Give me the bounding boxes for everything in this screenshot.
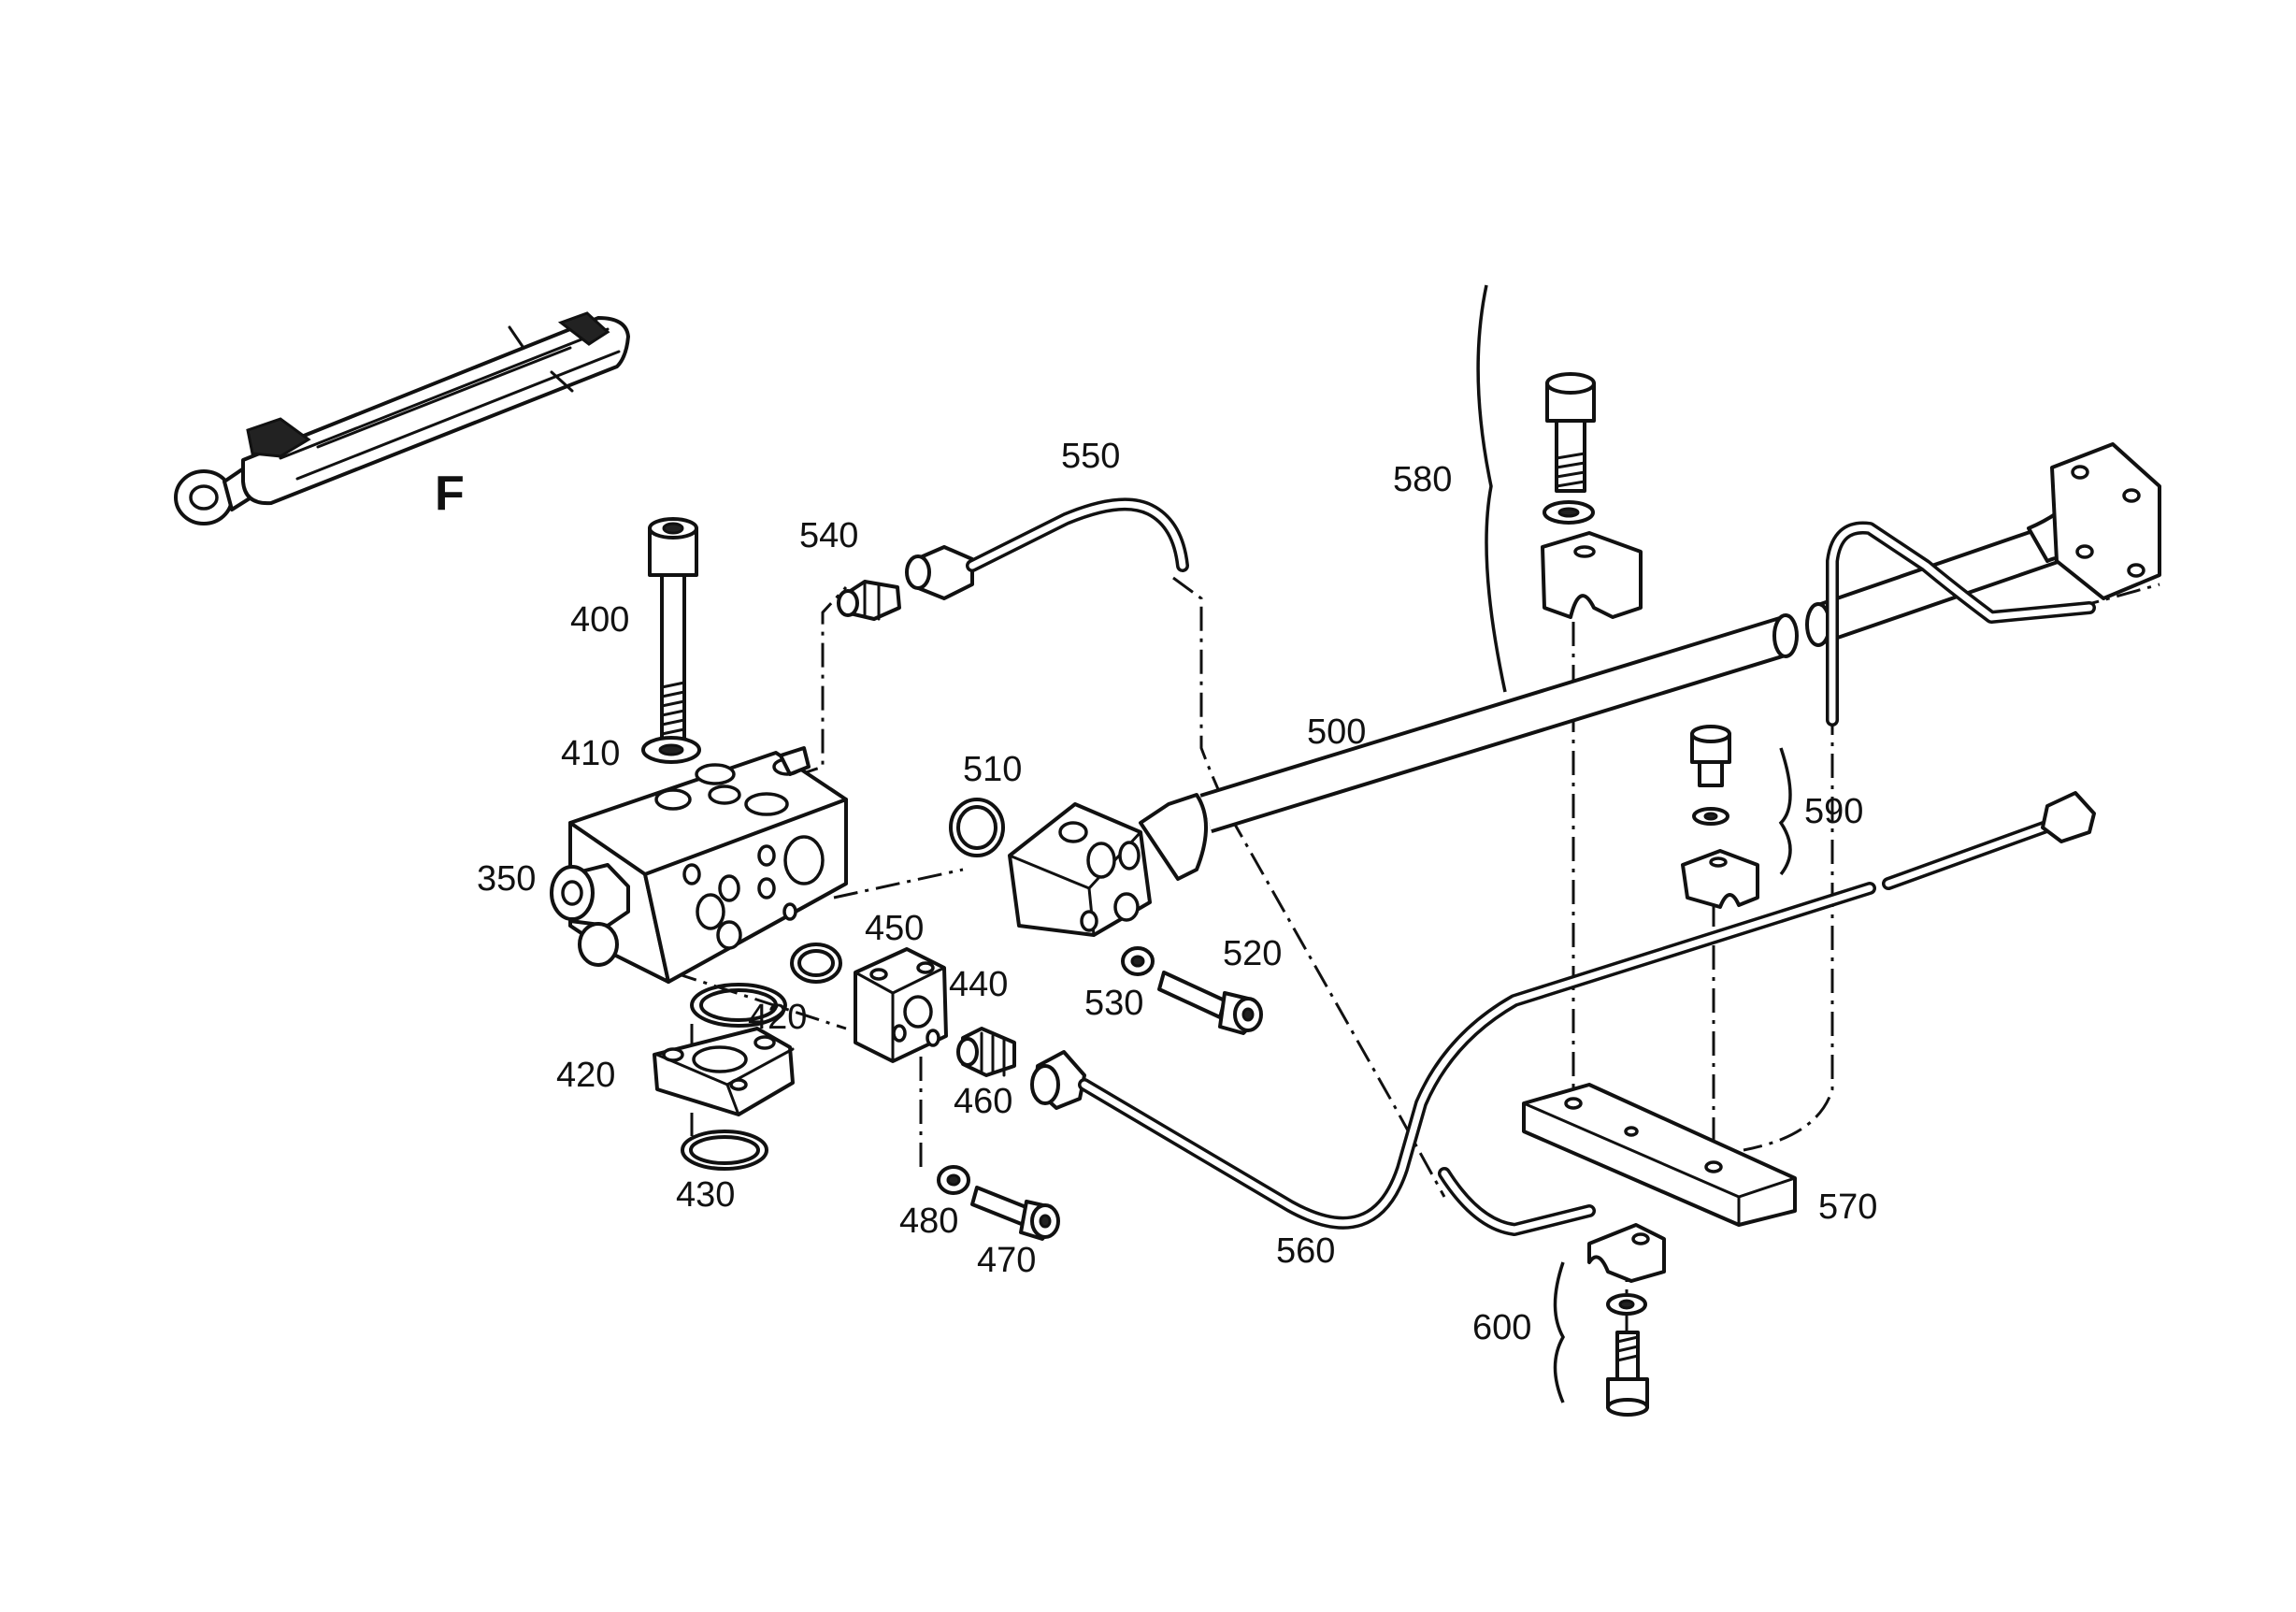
- label-420-lower: 420: [556, 1056, 615, 1095]
- label-450: 450: [865, 909, 924, 948]
- label-460: 460: [954, 1082, 1012, 1121]
- label-550: 550: [1061, 437, 1120, 476]
- label-570: 570: [1818, 1187, 1877, 1227]
- label-520: 520: [1223, 934, 1282, 973]
- label-580: 580: [1393, 460, 1452, 499]
- label-470: 470: [977, 1241, 1036, 1280]
- label-600: 600: [1472, 1308, 1531, 1347]
- label-530: 530: [1084, 984, 1143, 1023]
- label-350: 350: [477, 859, 536, 899]
- label-440: 440: [949, 965, 1008, 1004]
- label-480: 480: [899, 1202, 958, 1241]
- label-510: 510: [963, 750, 1022, 789]
- label-540: 540: [799, 516, 858, 555]
- part-number-labels: 400 410 350 540 550 580 500 510 590 520 …: [477, 437, 1877, 1347]
- label-400: 400: [570, 600, 629, 640]
- main-tube-500: [949, 442, 2161, 1035]
- label-420-upper: 420: [748, 998, 807, 1037]
- view-letter: F: [435, 467, 465, 521]
- pipe-560: [1030, 791, 2096, 1236]
- label-410: 410: [561, 734, 620, 773]
- label-430: 430: [676, 1175, 735, 1215]
- label-560: 560: [1276, 1231, 1335, 1271]
- label-590: 590: [1804, 792, 1863, 831]
- fitting-and-pipe-550: [837, 497, 1189, 621]
- valve-block-group: [550, 517, 1060, 1241]
- clamp-assembly: [1476, 284, 1797, 1417]
- label-500: 500: [1307, 712, 1366, 752]
- cylinder-overview-illustration: F: [174, 311, 630, 525]
